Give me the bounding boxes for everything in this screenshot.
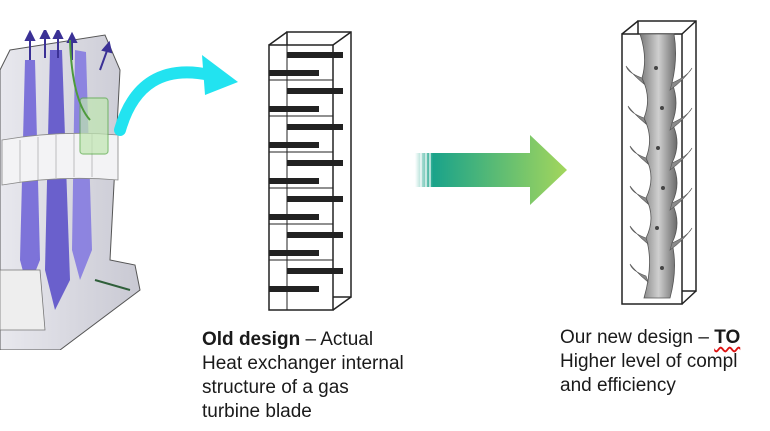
old-design-line3: structure of a gas xyxy=(202,377,349,398)
new-design-line2: Higher level of compl xyxy=(560,351,738,372)
old-design-caption: Old design – Actual Heat exchanger inter… xyxy=(202,328,462,424)
new-design-caption: Our new design – TO Higher level of comp… xyxy=(560,326,770,398)
old-design-line4: turbine blade xyxy=(202,401,312,422)
new-design-lead: Our new design – xyxy=(560,327,715,348)
old-design-title: Old design xyxy=(202,329,301,350)
old-design-dash: – Actual xyxy=(300,329,374,350)
turbine-blade-illustration xyxy=(0,30,141,350)
gradient-arrow-icon xyxy=(415,135,567,205)
new-design-brand: TO xyxy=(714,327,741,348)
new-design-line3: and efficiency xyxy=(560,375,676,396)
curved-arrow-icon xyxy=(114,55,238,136)
old-design-lattice xyxy=(268,31,352,311)
new-design-lattice xyxy=(621,20,697,305)
old-design-line2: Heat exchanger internal xyxy=(202,353,404,374)
